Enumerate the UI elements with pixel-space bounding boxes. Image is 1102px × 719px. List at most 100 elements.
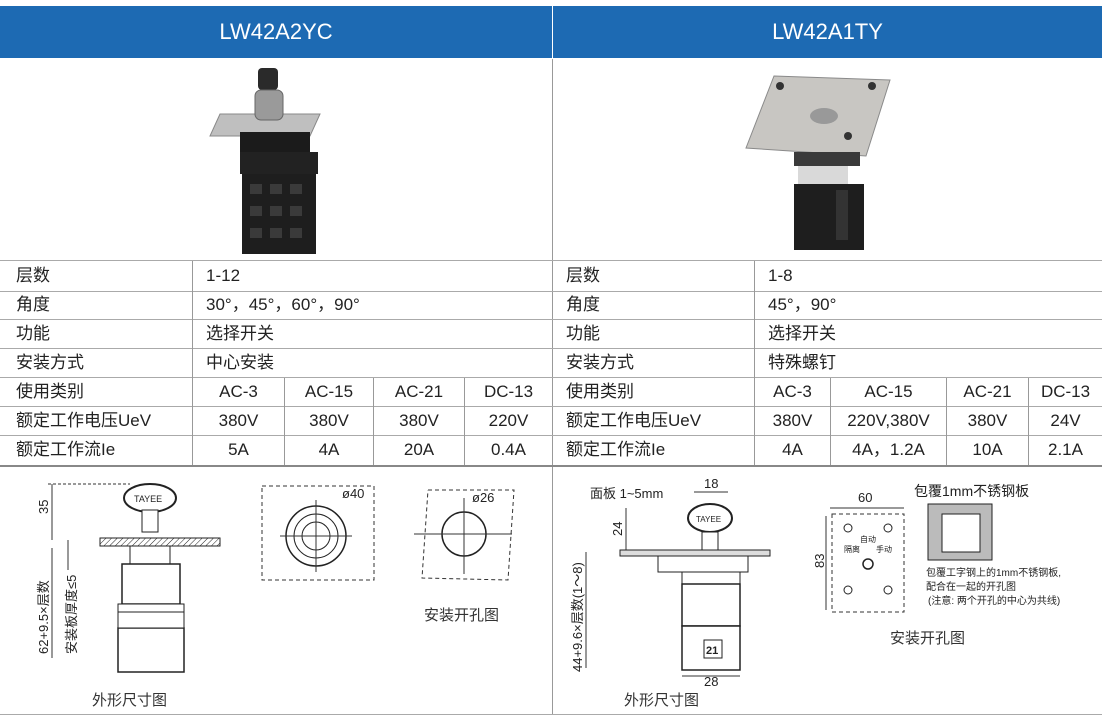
- category-cell: DC-13: [1040, 382, 1091, 401]
- spec-label: 功能: [566, 324, 600, 343]
- spec-label: 层数: [566, 266, 600, 285]
- dim-height: 44+9.6×层数(1～8): [570, 562, 585, 672]
- block-label: 21: [706, 645, 718, 657]
- category-cell: AC-15: [864, 382, 913, 401]
- spec-label: 额定工作电压UeV: [16, 411, 152, 430]
- divider: [830, 378, 831, 465]
- left-hole-caption: 安装开孔图: [424, 607, 500, 624]
- current-cell: 0.4A: [491, 440, 526, 459]
- divider: [192, 261, 193, 465]
- category-cell: AC-3: [773, 382, 812, 401]
- spec-value: 选择开关: [768, 324, 836, 343]
- key-brand: TAYEE: [134, 494, 162, 504]
- category-cell: AC-15: [304, 382, 354, 401]
- divider: [0, 465, 1102, 467]
- voltage-cell: 380V: [967, 411, 1008, 430]
- voltage-cell: 380V: [309, 411, 349, 430]
- voltage-cell: 380V: [772, 411, 813, 430]
- right-model-header: LW42A1TY: [553, 6, 1102, 58]
- dim-83: 83: [812, 554, 827, 568]
- left-hole-drawing-1: ø40: [261, 485, 375, 581]
- voltage-cell: 220V,380V: [847, 411, 930, 430]
- current-cell: 20A: [403, 440, 435, 459]
- center-divider: [552, 59, 553, 715]
- dim-24: 24: [610, 522, 625, 536]
- divider: [0, 260, 1102, 261]
- right-outline-caption: 外形尺寸图: [624, 692, 700, 709]
- category-cell: DC-13: [483, 382, 534, 401]
- spec-label: 安装方式: [16, 353, 84, 372]
- cover-title: 包覆1mm不锈钢板: [914, 483, 1029, 499]
- divider: [0, 714, 1102, 715]
- right-model-title: LW42A1TY: [772, 19, 883, 44]
- voltage-cell: 380V: [399, 411, 439, 430]
- right-hole-caption: 安装开孔图: [890, 630, 966, 647]
- category-cell: AC-3: [219, 382, 258, 401]
- divider: [0, 291, 1102, 292]
- divider: [0, 435, 1102, 436]
- dim-28: 28: [704, 674, 718, 689]
- divider: [946, 378, 947, 465]
- panel-note: 安装板厚度≤5: [64, 575, 79, 654]
- left-hole-drawing-2: ø26: [414, 489, 515, 581]
- left-model-header: LW42A2YC: [0, 6, 552, 58]
- left-product-photo: [209, 68, 321, 254]
- dim-35: 35: [36, 500, 51, 514]
- spec-value: 特殊螺钉: [768, 353, 836, 372]
- divider: [0, 319, 1102, 320]
- right-outline-drawing: 面板 1~5mm 18 24 44+9.6×层数(1～8) TAYEE 21 2…: [570, 476, 771, 689]
- hole2-dim: ø26: [472, 490, 494, 505]
- spec-value: 45°，90°: [768, 295, 837, 314]
- cover-note-1: 包覆工字钢上的1mm不锈钢板,: [926, 566, 1061, 579]
- plate-manual: 手动: [876, 544, 892, 554]
- divider: [754, 261, 755, 465]
- divider: [0, 348, 1102, 349]
- spec-value: 1-8: [768, 266, 793, 285]
- spec-label: 使用类别: [566, 382, 634, 401]
- hole1-dim: ø40: [342, 486, 364, 501]
- voltage-cell: 380V: [218, 411, 259, 430]
- spec-value: 中心安装: [206, 353, 274, 372]
- dim-60: 60: [858, 490, 872, 505]
- spec-value: 1-12: [206, 266, 241, 285]
- current-cell: 4A: [318, 440, 340, 459]
- right-hole-drawing: 60 83 自动 隔离 手动 包覆1mm不锈钢板 包覆工字钢上的1mm不锈钢板,…: [812, 483, 1061, 613]
- spec-label: 角度: [566, 295, 600, 314]
- divider: [373, 378, 374, 465]
- voltage-cell: 220V: [488, 411, 529, 430]
- dim-18: 18: [704, 476, 718, 491]
- left-outline-drawing: 35 62+9.5×层数 安装板厚度≤5 TAYEE: [36, 483, 221, 673]
- divider: [284, 378, 285, 465]
- spec-value: 30°，45°，60°，90°: [206, 295, 360, 314]
- right-key-brand: TAYEE: [696, 515, 721, 524]
- spec-label: 使用类别: [16, 382, 84, 401]
- spec-label: 额定工作流Ie: [16, 440, 116, 459]
- category-cell: AC-21: [963, 382, 1012, 401]
- dim-height: 62+9.5×层数: [36, 580, 51, 654]
- current-cell: 4A，1.2A: [852, 440, 925, 459]
- spec-label: 层数: [16, 266, 50, 285]
- right-product-photo: [745, 75, 891, 250]
- divider: [0, 406, 1102, 407]
- plate-off: 隔离: [844, 544, 860, 554]
- cover-note-2: 配合在一起的开孔图: [926, 580, 1016, 593]
- spec-label: 额定工作电压UeV: [566, 411, 702, 430]
- divider: [1028, 378, 1029, 465]
- category-cell: AC-21: [394, 382, 444, 401]
- panel-label: 面板 1~5mm: [590, 486, 663, 501]
- current-cell: 10A: [972, 440, 1003, 459]
- spec-label: 角度: [16, 295, 50, 314]
- cover-note-3: (注意: 两个开孔的中心为共线): [928, 594, 1060, 607]
- left-outline-caption: 外形尺寸图: [92, 692, 168, 709]
- voltage-cell: 24V: [1050, 411, 1081, 430]
- left-model-title: LW42A2YC: [219, 19, 333, 44]
- spec-label: 额定工作流Ie: [566, 440, 666, 459]
- divider: [0, 377, 1102, 378]
- plate-auto: 自动: [860, 534, 876, 544]
- spec-value: 选择开关: [206, 324, 274, 343]
- spec-label: 安装方式: [566, 353, 634, 372]
- current-cell: 4A: [782, 440, 803, 459]
- current-cell: 2.1A: [1048, 440, 1083, 459]
- divider: [464, 378, 465, 465]
- spec-label: 功能: [16, 324, 50, 343]
